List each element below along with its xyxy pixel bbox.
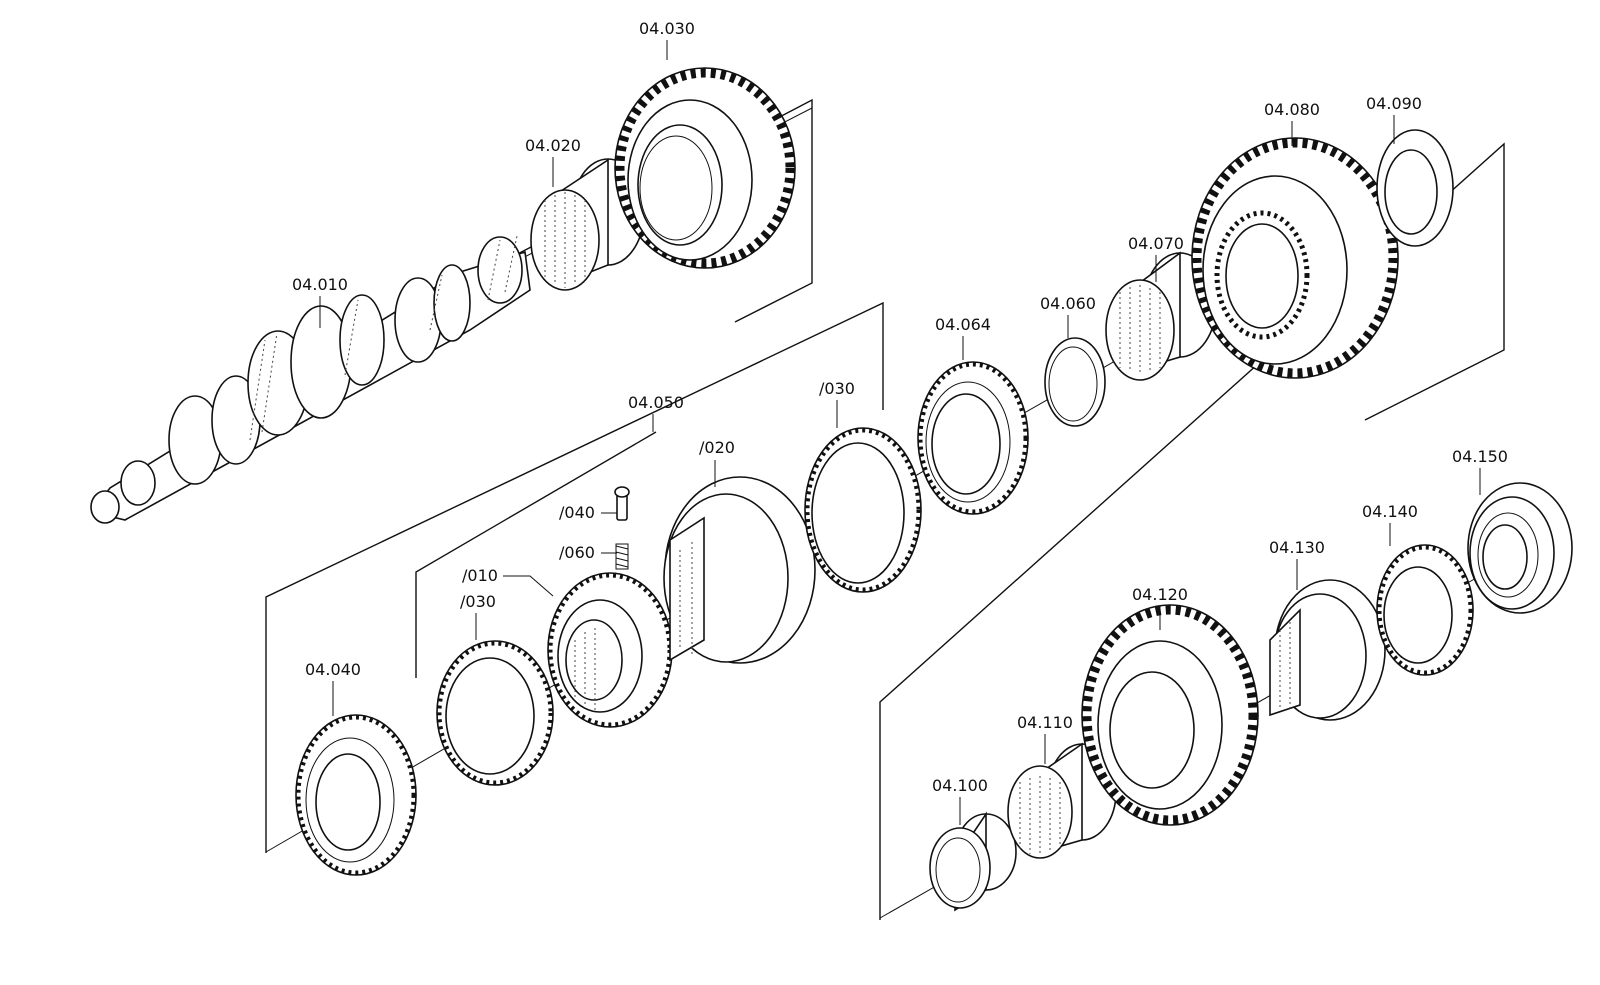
label-04-100: 04.100 bbox=[932, 776, 988, 795]
gear-04-030 bbox=[614, 67, 796, 269]
ball-bearing-04-150 bbox=[1467, 482, 1573, 614]
detent-pin-040 bbox=[614, 486, 630, 521]
label-sub-040: /040 bbox=[559, 503, 595, 522]
synchro-ring-04-040 bbox=[295, 714, 417, 876]
sync-ring-030-b bbox=[804, 427, 922, 593]
label-04-050: 04.050 bbox=[628, 393, 684, 412]
synchro-body-04-140 bbox=[1376, 544, 1474, 676]
label-04-110: 04.110 bbox=[1017, 713, 1073, 732]
label-sub-030-a: /030 bbox=[460, 592, 496, 611]
group-frame-middle bbox=[265, 301, 884, 853]
label-04-020: 04.020 bbox=[525, 136, 581, 155]
gear-04-120 bbox=[1081, 604, 1259, 826]
sync-ring-030-a bbox=[436, 640, 554, 786]
label-sub-020: /020 bbox=[699, 438, 735, 457]
group-frame-lower bbox=[879, 142, 1505, 920]
label-sub-030-b: /030 bbox=[819, 379, 855, 398]
bush-04-100 bbox=[929, 811, 1017, 912]
label-04-120: 04.120 bbox=[1132, 585, 1188, 604]
label-04-030: 04.030 bbox=[639, 19, 695, 38]
label-04-064: 04.064 bbox=[935, 315, 991, 334]
label-04-070: 04.070 bbox=[1128, 234, 1184, 253]
label-04-080: 04.080 bbox=[1264, 100, 1320, 119]
synchro-ring-04-064 bbox=[917, 361, 1029, 515]
main-shaft-04-010 bbox=[90, 235, 531, 524]
leader-lines bbox=[319, 40, 1481, 825]
label-04-150: 04.150 bbox=[1452, 447, 1508, 466]
label-04-090: 04.090 bbox=[1366, 94, 1422, 113]
label-04-010: 04.010 bbox=[292, 275, 348, 294]
label-04-040: 04.040 bbox=[305, 660, 361, 679]
gear-04-080 bbox=[1191, 137, 1399, 379]
sliding-sleeve-04-130 bbox=[1269, 579, 1386, 721]
needle-bearing-04-110 bbox=[1007, 742, 1117, 859]
snap-ring-04-060 bbox=[1044, 337, 1106, 427]
part-labels: 04.030 04.020 04.010 04.050 /020 /030 /0… bbox=[292, 19, 1508, 795]
label-sub-010: /010 bbox=[462, 566, 498, 585]
label-sub-060: /060 bbox=[559, 543, 595, 562]
label-04-060: 04.060 bbox=[1040, 294, 1096, 313]
label-04-130: 04.130 bbox=[1269, 538, 1325, 557]
spring-060 bbox=[615, 543, 629, 570]
sliding-sleeve-020 bbox=[663, 476, 816, 664]
label-04-140: 04.140 bbox=[1362, 502, 1418, 521]
synchro-hub-010 bbox=[547, 572, 673, 728]
thrust-washer-04-090 bbox=[1376, 129, 1454, 247]
